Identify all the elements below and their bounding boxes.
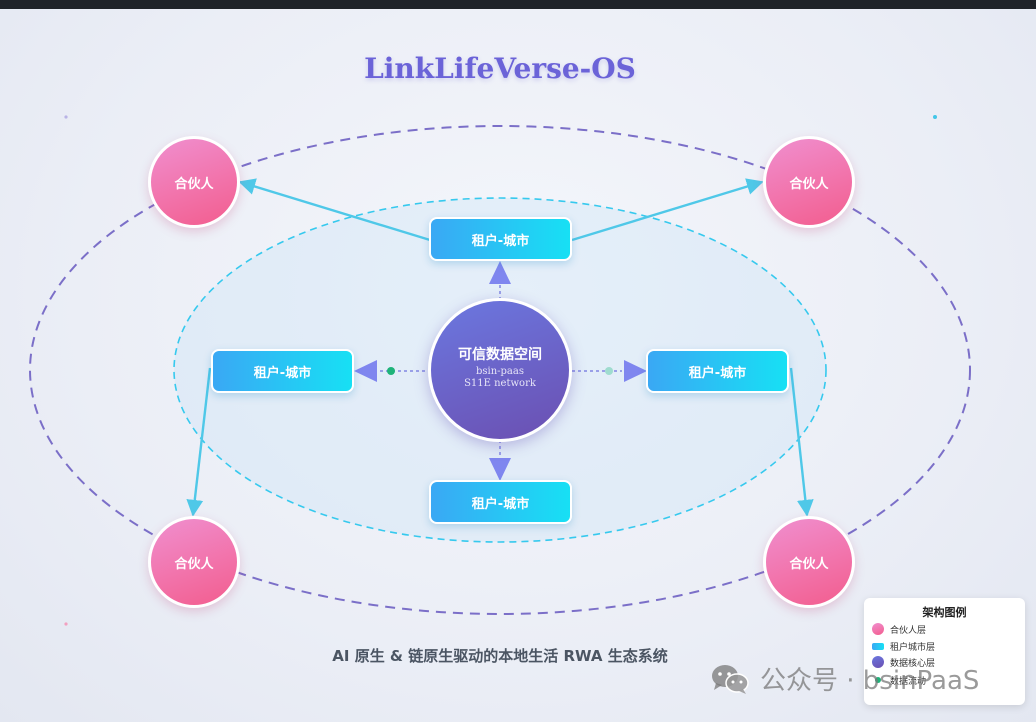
core-subtitle-line: bsin-paas: [475, 366, 524, 377]
partner-node: 合伙人: [148, 136, 240, 228]
data-flow-swatch: [875, 677, 881, 683]
connector-left-bottom: [186, 367, 212, 517]
legend-panel: 架构图例 合伙人层 租户城市层 数据核心层 数据流动: [864, 598, 1025, 705]
partner-node: 合伙人: [148, 516, 240, 608]
outer-ring: [29, 125, 971, 615]
tenant-city-node: 租户-城市: [211, 349, 354, 393]
decor-dot: [64, 115, 68, 119]
data-flow-dot: [387, 367, 395, 375]
partner-node: 合伙人: [763, 516, 855, 608]
diagram-title: LinkLifeVerse-OS: [364, 52, 636, 85]
wechat-icon: [712, 664, 749, 694]
legend-item: 租户城市层: [872, 639, 935, 653]
core-arrow-down: [489, 458, 511, 481]
trusted-data-space-core: 可信数据空间 bsin-paas S11E network: [428, 298, 572, 442]
connector-top-left: [238, 178, 431, 242]
partner-node: 合伙人: [763, 136, 855, 228]
watermark: 公众号 · bsinPaaS: [710, 660, 979, 697]
legend-item: 数据流动: [872, 673, 926, 687]
connector-top-right: [571, 178, 764, 242]
core-arrow-left: [354, 360, 377, 382]
legend-item: 合伙人层: [872, 622, 926, 636]
tenant-city-node: 租户-城市: [429, 480, 572, 524]
legend-item-label: 数据流动: [890, 676, 927, 687]
tenant-swatch: [872, 642, 884, 650]
core-subtitle-line: S11E network: [464, 378, 536, 389]
core-arrow-right: [624, 360, 647, 382]
tenant-city-node: 租户-城市: [646, 349, 789, 393]
core-swatch: [872, 656, 884, 668]
connector-right-bottom: [789, 367, 814, 517]
legend-item-label: 合伙人层: [890, 625, 927, 636]
legend-item: 数据核心层: [872, 655, 935, 669]
legend-item-label: 数据核心层: [890, 658, 936, 669]
data-flow-dot: [605, 367, 613, 375]
core-title: 可信数据空间: [458, 347, 542, 363]
partner-swatch: [872, 623, 884, 635]
decor-dot: [64, 622, 68, 626]
legend-title: 架构图例: [922, 606, 967, 619]
watermark-text: 公众号 · bsinPaaS: [760, 666, 980, 696]
decor-dot: [933, 115, 937, 119]
diagram-subtitle: AI 原生 & 链原生驱动的本地生活 RWA 生态系统: [332, 647, 668, 665]
top-bar: [0, 0, 1036, 9]
legend-item-label: 租户城市层: [890, 642, 936, 653]
tenant-city-node: 租户-城市: [429, 217, 572, 261]
core-arrow-up: [489, 261, 511, 284]
